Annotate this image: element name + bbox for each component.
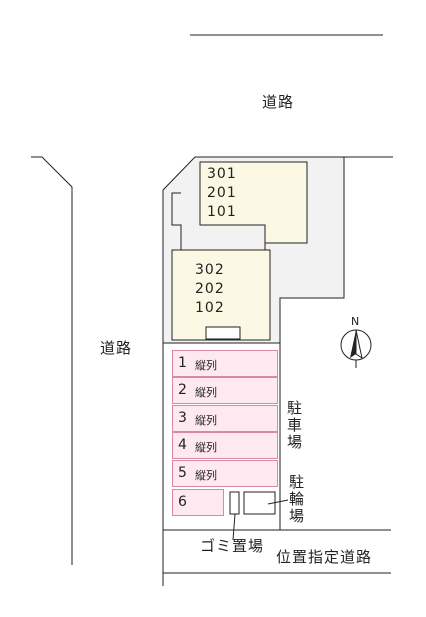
parking-space-1: 1 縦列 (172, 350, 278, 377)
north-building-units: 301 201 101 (207, 165, 237, 222)
space-type: 縦列 (195, 469, 217, 482)
space-number: 5 (178, 465, 187, 481)
parking-space-5: 5 縦列 (172, 460, 278, 487)
parking-space-2: 2 縦列 (172, 377, 278, 404)
space-number: 6 (178, 494, 187, 510)
bicycle-parking-label: 駐輪場 (287, 474, 305, 525)
road-label-west: 道路 (100, 339, 133, 357)
parking-space-3: 3 縦列 (172, 405, 278, 432)
space-type: 縦列 (195, 414, 217, 427)
road-label-north: 道路 (262, 93, 295, 111)
space-type: 縦列 (195, 441, 217, 454)
building-south (171, 225, 271, 341)
unit-number: 101 (207, 204, 237, 220)
building-south-entrance (205, 326, 241, 340)
unit-number: 102 (195, 300, 225, 316)
garbage-leader-line (232, 513, 236, 541)
bicycle-leader-line (267, 499, 289, 505)
unit-number: 201 (207, 185, 237, 201)
unit-number: 302 (195, 262, 225, 278)
space-type: 縦列 (195, 359, 217, 372)
compass-north-label: N (351, 315, 360, 328)
road-label-south: 位置指定道路 (276, 548, 373, 566)
south-building-units: 302 202 102 (195, 261, 225, 318)
bicycle-area (243, 491, 276, 515)
west-road-edge (31, 156, 73, 565)
parking-space-6: 6 (172, 489, 224, 516)
space-number: 2 (178, 382, 187, 398)
parking-label: 駐車場 (285, 400, 303, 451)
unit-number: 202 (195, 281, 225, 297)
space-type: 縦列 (195, 386, 217, 399)
space-number: 1 (178, 355, 187, 371)
garbage-label: ゴミ置場 (200, 537, 265, 555)
space-number: 4 (178, 437, 187, 453)
compass-icon (340, 329, 372, 368)
building-connector (171, 192, 182, 250)
garbage-area (229, 491, 240, 515)
parking-space-4: 4 縦列 (172, 432, 278, 459)
space-number: 3 (178, 410, 187, 426)
unit-number: 301 (207, 166, 237, 182)
